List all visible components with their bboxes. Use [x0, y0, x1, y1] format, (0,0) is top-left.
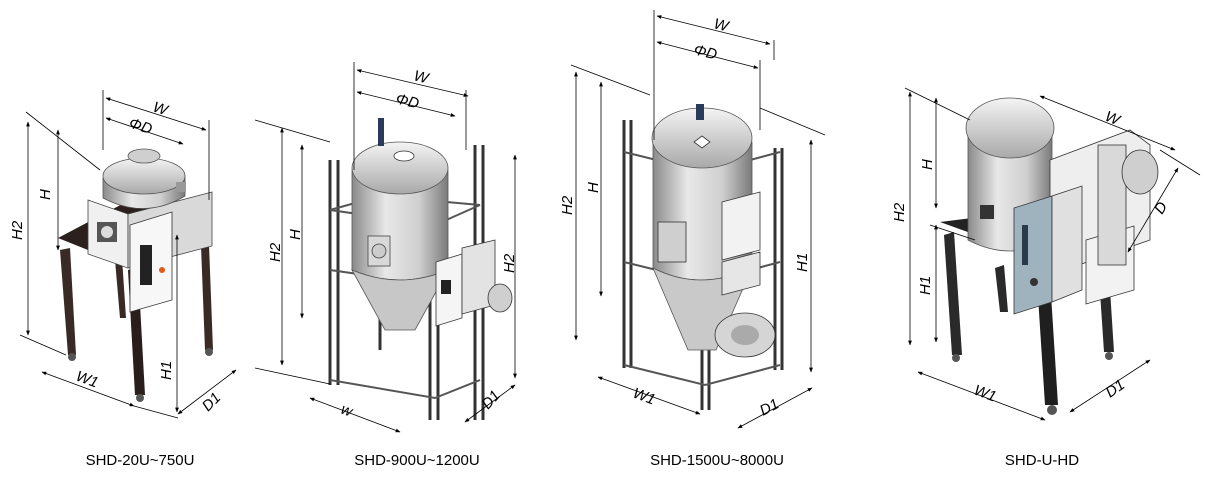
dimension-label-w: W [151, 99, 171, 120]
dimension-label-phid: ΦD [692, 41, 719, 63]
dryer-diagram-3: W ΦD H H2 H1 W1 D1 [559, 10, 826, 429]
diagram-1-caption: SHD-20U~750U [85, 452, 195, 469]
dimension-label-h2: H2 [891, 202, 908, 222]
dimension-label-w1: W1 [972, 382, 999, 406]
dryer-1-dimension-lines [19, 90, 237, 419]
diagram-2-caption: SHD-900U~1200U [354, 452, 480, 469]
diagram-3-caption: SHD-1500U~8000U [650, 452, 784, 469]
dimension-label-h: H [919, 159, 936, 170]
dimension-label-w-bottom: w [339, 401, 356, 421]
dimension-label-h: H [37, 189, 54, 200]
dryer-2-illustration [328, 118, 513, 420]
dimension-label-h1: H1 [917, 276, 934, 295]
dryer-diagram-1: W ΦD H H2 H1 W1 D1 [9, 90, 237, 419]
dimension-label-h2-right: H2 [501, 253, 518, 273]
dimension-label-w1: W1 [74, 368, 101, 392]
dimension-label-d1: D1 [1103, 376, 1128, 401]
dimension-label-d: D [1151, 199, 1171, 217]
dimension-label-h2: H2 [9, 220, 26, 240]
dimension-label-h2-left: H2 [267, 242, 284, 262]
dimension-label-h2: H2 [559, 195, 576, 215]
dimension-label-w-top: W [412, 67, 432, 87]
dryer-2-dimension-lines [254, 62, 517, 433]
dryer-4-illustration [940, 97, 1159, 415]
dimension-label-h: H [585, 182, 602, 193]
dimension-label-d1: D1 [199, 389, 225, 415]
dryer-diagram-4: W H H2 H1 D W1 D1 [891, 87, 1201, 421]
dimension-label-w: W [1103, 108, 1124, 130]
dryer-4-dimension-lines [904, 87, 1201, 421]
dimension-label-phid: ΦD [394, 90, 421, 112]
dimension-label-phid: ΦD [127, 115, 155, 138]
dimension-label-w: W [712, 15, 732, 35]
dimension-label-h1: H1 [794, 253, 811, 272]
dryer-3-illustration [622, 104, 784, 410]
diagram-4-caption: SHD-U-HD [1004, 452, 1080, 469]
dryer-1-illustration [58, 148, 213, 402]
dimension-label-h: H [287, 229, 304, 240]
dryer-3-dimension-lines [570, 10, 826, 429]
dryer-diagram-2: W ΦD H H2 H2 w D1 [254, 62, 518, 433]
dimension-label-h1: H1 [158, 361, 175, 380]
dimension-label-w1: W1 [631, 385, 658, 409]
